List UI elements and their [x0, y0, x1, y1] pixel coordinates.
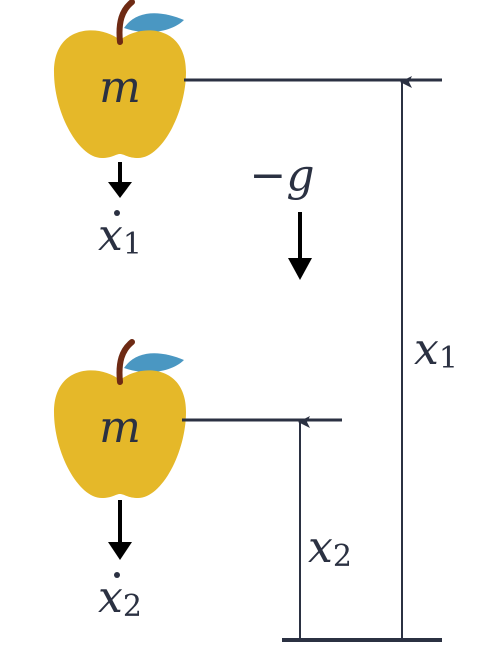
- velocity-label-1: x1: [98, 210, 142, 262]
- x1-label: x1: [414, 324, 458, 376]
- velocity-arrow-2: [108, 500, 132, 560]
- velocity-label-1-base: x: [98, 210, 123, 261]
- apple-bottom-body-icon: [54, 370, 186, 498]
- apple-bottom-mass-label: m: [99, 402, 141, 453]
- velocity-label-1-dot: [114, 210, 120, 216]
- velocity-label-2: x2: [98, 572, 142, 624]
- x2-label-sub: 2: [333, 539, 352, 574]
- x1-label-base: x: [414, 324, 439, 375]
- velocity-label-1-sub: 1: [123, 227, 142, 262]
- svg-text:x2: x2: [98, 572, 142, 624]
- x2-label-base: x: [308, 522, 333, 573]
- velocity-label-2-dot: [114, 572, 120, 578]
- apple-bottom: m: [54, 339, 186, 498]
- apple-top: m: [54, 0, 186, 159]
- apple-bottom-stem-icon: [116, 339, 135, 385]
- gravity-arrow: [288, 212, 312, 280]
- svg-text:x1: x1: [98, 210, 142, 262]
- gravity-label: −g: [249, 150, 314, 201]
- apple-top-leaf-icon: [124, 13, 184, 33]
- apple-top-stem-icon: [116, 0, 135, 45]
- apple-top-mass-label: m: [99, 62, 141, 113]
- x2-label: x2: [308, 522, 352, 574]
- velocity-label-2-base: x: [98, 572, 123, 623]
- velocity-arrow-1: [108, 162, 132, 198]
- apple-top-body-icon: [54, 30, 186, 159]
- velocity-label-2-sub: 2: [123, 589, 142, 624]
- apple-bottom-leaf-icon: [124, 353, 184, 373]
- x1-label-sub: 1: [439, 341, 458, 376]
